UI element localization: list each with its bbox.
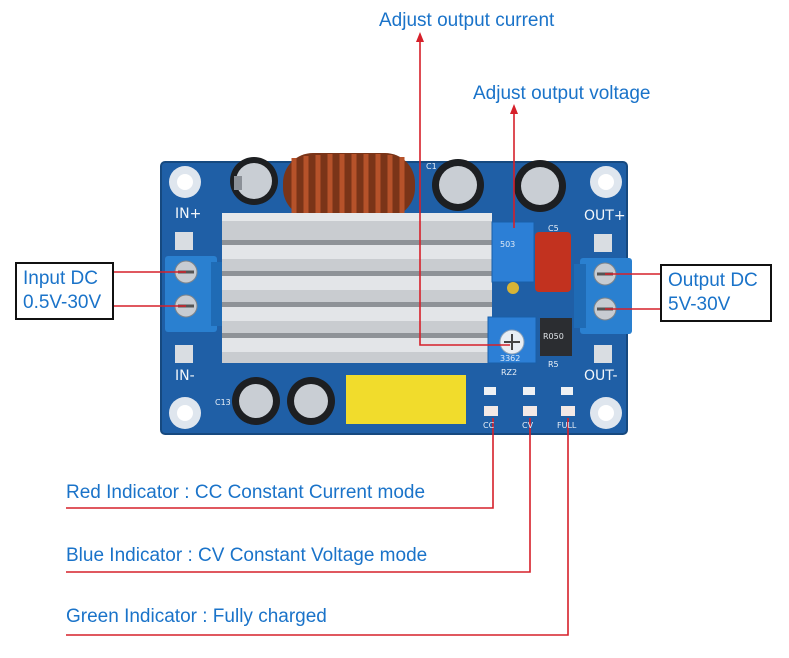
input-dc-box: Input DC 0.5V-30V	[15, 262, 114, 320]
cv-label: CV	[522, 421, 534, 430]
heatsink	[222, 213, 492, 363]
capacitor-c1-left	[432, 159, 484, 211]
red-led	[484, 406, 498, 416]
in-plus-label: IN+	[175, 206, 202, 222]
r5-label: R5	[548, 360, 559, 369]
input-dc-line2: 0.5V-30V	[23, 292, 102, 313]
capacitor-c8	[230, 157, 278, 205]
red-indicator-label: Red Indicator : CC Constant Current mode	[66, 482, 426, 503]
current-potentiometer	[487, 316, 537, 364]
shunt-resistor	[540, 318, 572, 356]
in-minus-label: IN-	[175, 368, 195, 384]
capacitor-c1-right	[514, 160, 566, 212]
adjust-output-voltage-label: Adjust output voltage	[473, 83, 651, 104]
mounting-hole-br	[590, 397, 622, 429]
green-indicator-label: Green Indicator : Fully charged	[66, 606, 327, 627]
leader-current	[419, 40, 510, 346]
leader-lines	[66, 40, 662, 636]
pot1-marking: 503	[500, 240, 516, 249]
out-plus-label: OUT+	[584, 208, 626, 224]
mounting-hole-tr	[590, 166, 622, 198]
leader-blue	[66, 418, 531, 573]
output-dc-line1: Output DC	[668, 270, 758, 291]
voltage-potentiometer	[491, 221, 535, 294]
cc-label: CC	[483, 421, 495, 430]
capacitor-c5	[535, 232, 571, 292]
r050-label: R050	[543, 332, 564, 341]
leader-green	[66, 418, 569, 636]
adjust-output-current-label: Adjust output current	[379, 10, 555, 31]
green-led	[561, 406, 575, 416]
rz2-label: RZ2	[501, 368, 518, 377]
input-terminal-block	[165, 256, 223, 332]
mounting-hole-bl	[169, 397, 201, 429]
output-terminal-block	[574, 258, 632, 334]
pot2-marking: 3362	[500, 354, 521, 363]
capacitor-c13-right	[287, 377, 335, 425]
blue-led	[523, 406, 537, 416]
output-dc-box: Output DC 5V-30V	[660, 264, 772, 322]
output-dc-line2: 5V-30V	[668, 294, 731, 315]
inductor-coil	[283, 153, 415, 218]
out-minus-label: OUT-	[584, 368, 618, 384]
blue-indicator-label: Blue Indicator : CV Constant Voltage mod…	[66, 545, 428, 566]
c13-label: C13	[215, 398, 231, 407]
mounting-hole-tl	[169, 166, 201, 198]
yellow-capacitor	[346, 375, 466, 424]
input-dc-line1: Input DC	[23, 268, 98, 289]
leader-red	[66, 418, 494, 509]
c5-label: C5	[548, 224, 559, 233]
capacitor-c13-left	[232, 377, 280, 425]
c1-label: C1	[426, 162, 437, 171]
full-label: FULL	[557, 421, 577, 430]
